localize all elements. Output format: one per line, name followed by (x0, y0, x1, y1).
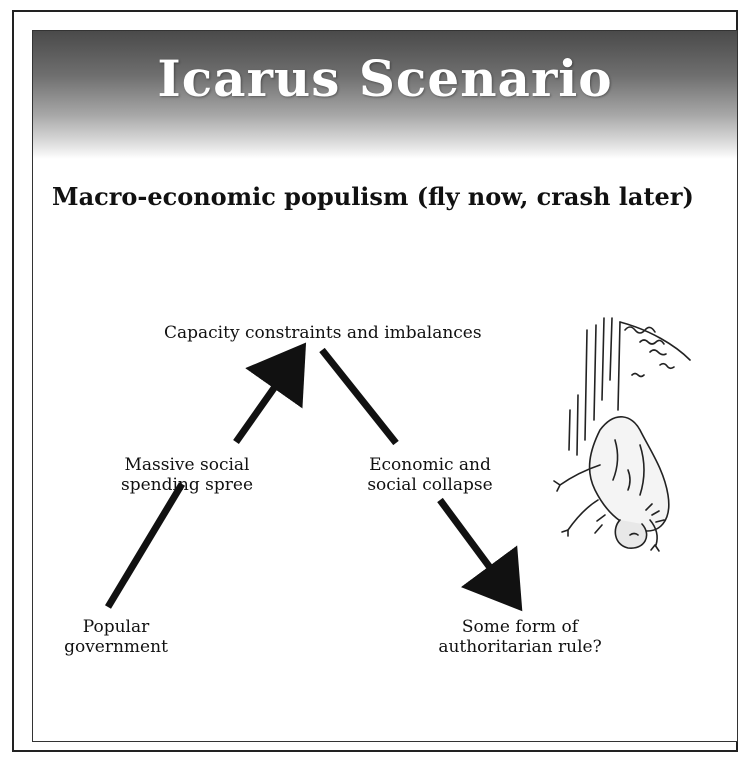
node-authoritarian-rule: Some form of authoritarian rule? (425, 617, 615, 657)
node-popular-government: Popular government (56, 617, 176, 657)
arrow-up-upper-segment (233, 342, 307, 445)
arrow-down-lower-segment (437, 497, 523, 612)
node-authoritarian-rule-line1: Some form of (461, 617, 579, 637)
slide-content-frame: Icarus Scenario (32, 30, 738, 742)
slide-title: Icarus Scenario (157, 49, 613, 108)
edge-label-collapse: Economic and social collapse (355, 455, 505, 495)
node-popular-government-line2: government (64, 637, 168, 657)
title-banner (33, 31, 737, 159)
edge-label-social-spending-line1: Massive social (124, 455, 250, 475)
slide-subtitle: Macro-economic populism (fly now, crash … (52, 182, 694, 211)
sun-arc (619, 321, 691, 361)
node-capacity-constraints: Capacity constraints and imbalances (164, 323, 482, 343)
arrow-down (319, 347, 523, 612)
arrow-up (105, 342, 307, 609)
edge-label-collapse-line2: social collapse (367, 475, 493, 495)
node-popular-government-line1: Popular (82, 617, 150, 637)
arrow-down-upper-segment (319, 347, 399, 446)
node-authoritarian-rule-line2: authoritarian rule? (438, 637, 602, 657)
arrow-up-lower-segment (105, 482, 185, 609)
edge-label-collapse-line1: Economic and (369, 455, 491, 475)
falling-icarus-illustration (553, 317, 691, 552)
edge-label-social-spending-line2: spending spree (120, 475, 254, 495)
edge-label-social-spending: Massive social spending spree (112, 455, 262, 495)
